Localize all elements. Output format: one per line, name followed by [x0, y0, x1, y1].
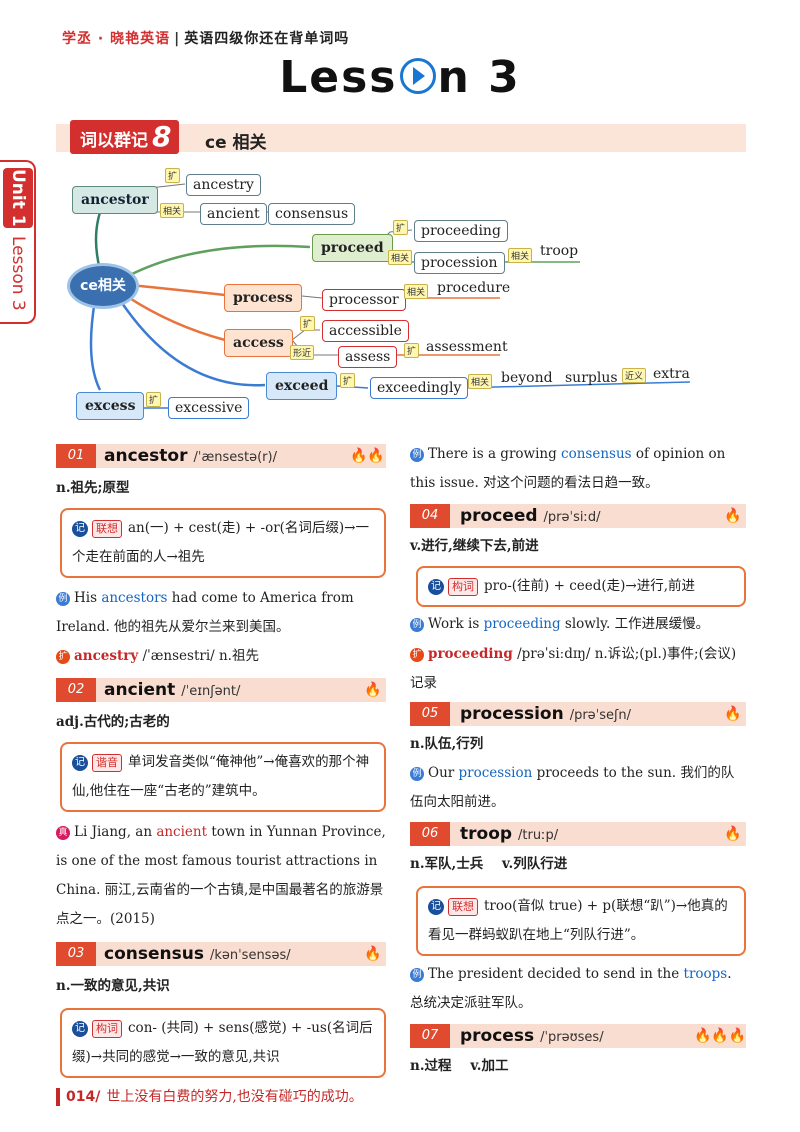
- frequency-flame-icon: 🔥: [364, 946, 382, 962]
- node-surplus: surplus: [565, 370, 618, 386]
- memo-icon: 记: [72, 754, 88, 771]
- entry-header: [410, 822, 746, 846]
- pos-definition: n.过程 v.加工: [410, 1058, 509, 1074]
- memo-icon: 记: [72, 1020, 88, 1037]
- node-excessive: excessive: [168, 397, 250, 419]
- mindmap-connectors: [89, 183, 691, 409]
- entry-header: [56, 942, 386, 966]
- brand: 学丞 · 晓艳英语: [62, 31, 171, 47]
- frequency-flame-icon: 🔥: [364, 682, 382, 698]
- memo-icon: 记: [72, 520, 88, 537]
- page-number: 014/: [66, 1089, 101, 1105]
- node-ancient: ancient: [200, 203, 267, 225]
- mindmap-center: ce相关: [70, 266, 136, 306]
- entry-word: process/ˈprəʊses/: [460, 1026, 604, 1046]
- entry-number: 04: [410, 504, 450, 528]
- pos-definition: n.军队,士兵 v.列队行进: [410, 856, 568, 872]
- header: 学丞 · 晓艳英语|英语四级你还在背单词吗: [62, 31, 350, 47]
- page-footer: 014/世上没有白费的努力,也没有碰巧的成功。: [56, 1086, 363, 1106]
- node-procession: procession: [414, 252, 505, 274]
- entry-header: [410, 1024, 746, 1048]
- entry-word: consensus/kənˈsensəs/: [104, 944, 291, 964]
- header-title: 英语四级你还在背单词吗: [184, 31, 350, 47]
- entry-header: [410, 504, 746, 528]
- play-audio-icon[interactable]: [399, 58, 436, 94]
- node-consensus: consensus: [268, 203, 356, 225]
- entry-word: ancient/ˈeɪnʃənt/: [104, 680, 241, 700]
- footer-motto: 世上没有白费的努力,也没有碰巧的成功。: [106, 1089, 363, 1105]
- entry-word: ancestor/ˈænsestə(r)/: [104, 446, 277, 466]
- entry-number: 07: [410, 1024, 450, 1048]
- node-processor: processor: [322, 289, 406, 311]
- node-extra: extra: [653, 366, 690, 382]
- node-proceeding: proceeding: [414, 220, 508, 242]
- node-access: access: [224, 329, 293, 357]
- entry-number: 02: [56, 678, 96, 702]
- entry-number: 03: [56, 942, 96, 966]
- entry-header: [410, 702, 746, 726]
- entry-word: troop/truːp/: [460, 824, 559, 844]
- node-process: process: [224, 284, 302, 312]
- pos-definition: v.进行,继续下去,前进: [410, 538, 539, 554]
- node-proceed: proceed: [312, 234, 393, 262]
- frequency-flame-icon: 🔥: [724, 826, 742, 842]
- entry-number: 01: [56, 444, 96, 468]
- entry-word: procession/prəˈseʃn/: [460, 704, 631, 724]
- entry-number: 06: [410, 822, 450, 846]
- node-troop: troop: [540, 243, 579, 259]
- entry-word: proceed/prəˈsiːd/: [460, 506, 601, 526]
- node-exceed: exceed: [266, 372, 338, 400]
- node-procedure: procedure: [437, 280, 511, 296]
- node-assess: assess: [338, 346, 398, 368]
- frequency-flame-icon: 🔥🔥🔥: [694, 1028, 747, 1044]
- frequency-flame-icon: 🔥🔥: [350, 448, 385, 464]
- section-title: ce 相关: [205, 133, 267, 153]
- pos-definition: adj.古代的;古老的: [56, 714, 170, 730]
- node-ancestor: ancestor: [72, 186, 158, 214]
- node-accessible: accessible: [322, 320, 409, 342]
- frequency-flame-icon: 🔥: [724, 706, 742, 722]
- memo-icon: 记: [428, 578, 444, 595]
- memo-icon: 记: [428, 898, 444, 915]
- side-lesson-label: Lesson 3: [8, 236, 28, 311]
- node-assessment: assessment: [426, 339, 508, 355]
- entry-number: 05: [410, 702, 450, 726]
- pos-definition: n.队伍,行列: [410, 736, 484, 752]
- node-excess: excess: [76, 392, 145, 420]
- pos-definition: n.祖先;原型: [56, 480, 130, 496]
- entry-header: [56, 678, 386, 702]
- frequency-flame-icon: 🔥: [724, 508, 742, 524]
- entry-header: [56, 444, 386, 468]
- memory-tip-box: 记谐音单词发音类似“俺神他”→俺喜欢的那个神仙,他住在一座“古老的”建筑中。: [60, 742, 386, 812]
- side-unit-label: Unit 1: [3, 168, 33, 228]
- pos-definition: n.一致的意见,共识: [56, 978, 170, 994]
- node-ancestry: ancestry: [186, 174, 261, 196]
- node-beyond: beyond: [501, 370, 553, 386]
- node-exceedingly: exceedingly: [370, 377, 469, 399]
